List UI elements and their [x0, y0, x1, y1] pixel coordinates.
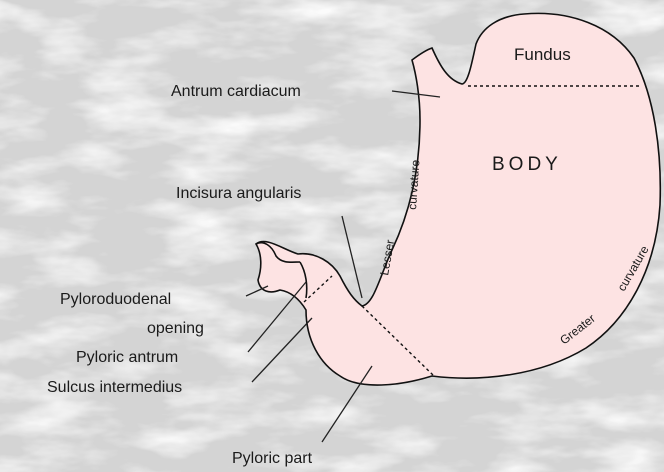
incisura-angularis-label: Incisura angularis [176, 185, 301, 202]
pyloroduodenal-label-line2: opening [147, 320, 204, 337]
pyloric-antrum-label: Pyloric antrum [76, 349, 178, 366]
pyloroduodenal-label-line1: Pyloroduodenal [60, 291, 171, 308]
fundus-label: Fundus [514, 45, 571, 64]
antrum-cardiacum-label: Antrum cardiacum [171, 83, 301, 100]
pyloric-part-label: Pyloric part [232, 450, 313, 467]
sulcus-intermedius-label: Sulcus intermedius [47, 379, 182, 396]
body-label: BODY [492, 154, 562, 175]
